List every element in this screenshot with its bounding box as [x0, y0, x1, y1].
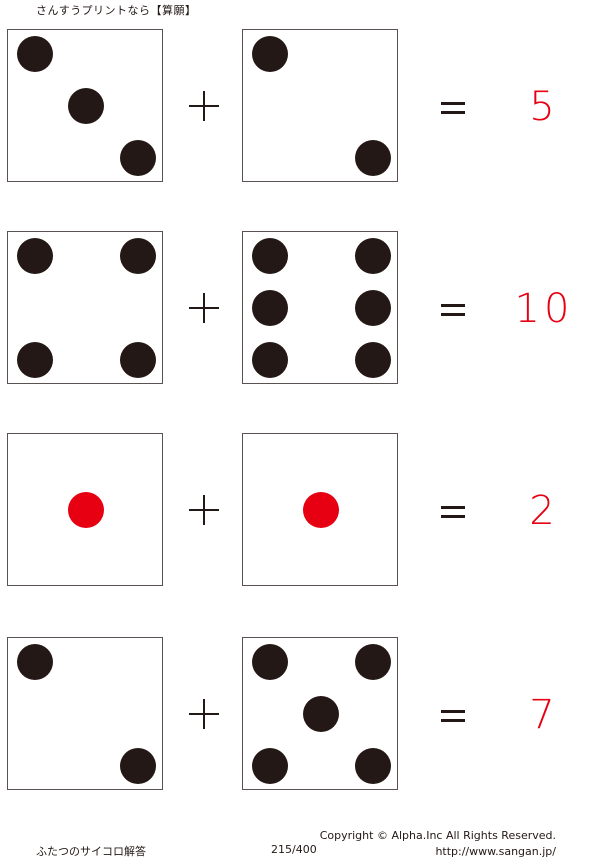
die-right — [242, 637, 398, 790]
page-number: 215/400 — [271, 843, 317, 856]
die-pip-icon — [355, 748, 391, 784]
copyright-text: Copyright © Alpha.Inc All Rights Reserve… — [319, 829, 556, 842]
die-pip-icon — [17, 238, 53, 274]
answer-value: 7 — [529, 692, 559, 738]
die-pip-icon — [355, 238, 391, 274]
die-pip-icon — [17, 36, 53, 72]
die-pip-icon — [120, 748, 156, 784]
die-pip-icon — [68, 88, 104, 124]
equals-sign-icon — [441, 710, 465, 722]
die-pip-icon — [303, 492, 339, 528]
die-pip-icon — [252, 342, 288, 378]
die-left — [7, 637, 163, 790]
die-pip-icon — [355, 342, 391, 378]
die-pip-icon — [120, 140, 156, 176]
die-pip-icon — [252, 238, 288, 274]
problem-row: 7 — [0, 637, 600, 793]
die-left — [7, 29, 163, 182]
equals-sign-icon — [441, 102, 465, 114]
die-right — [242, 231, 398, 384]
die-pip-icon — [355, 644, 391, 680]
equals-sign-icon — [441, 304, 465, 316]
die-pip-icon — [68, 492, 104, 528]
problem-row: 2 — [0, 433, 600, 589]
die-pip-icon — [252, 644, 288, 680]
plus-sign-icon — [189, 495, 219, 525]
footer-copyright: Copyright © Alpha.Inc All Rights Reserve… — [320, 828, 556, 860]
problem-row: 5 — [0, 29, 600, 185]
footer-title: ふたつのサイコロ解答 — [36, 845, 146, 858]
plus-sign-icon — [189, 91, 219, 121]
problem-row: 10 — [0, 231, 600, 387]
die-pip-icon — [17, 644, 53, 680]
plus-sign-icon — [189, 699, 219, 729]
die-left — [7, 433, 163, 586]
die-pip-icon — [355, 140, 391, 176]
plus-sign-icon — [189, 293, 219, 323]
die-right — [242, 433, 398, 586]
die-right — [242, 29, 398, 182]
answer-value: 5 — [529, 84, 559, 130]
die-pip-icon — [120, 238, 156, 274]
die-pip-icon — [17, 342, 53, 378]
die-pip-icon — [120, 342, 156, 378]
site-url: http://www.sangan.jp/ — [435, 845, 556, 858]
equals-sign-icon — [441, 506, 465, 518]
die-pip-icon — [303, 696, 339, 732]
die-pip-icon — [252, 290, 288, 326]
answer-value: 10 — [514, 286, 574, 332]
die-pip-icon — [252, 748, 288, 784]
header-title: さんすうプリントなら【算願】 — [36, 4, 197, 17]
die-pip-icon — [355, 290, 391, 326]
answer-value: 2 — [529, 488, 559, 534]
die-pip-icon — [252, 36, 288, 72]
die-left — [7, 231, 163, 384]
